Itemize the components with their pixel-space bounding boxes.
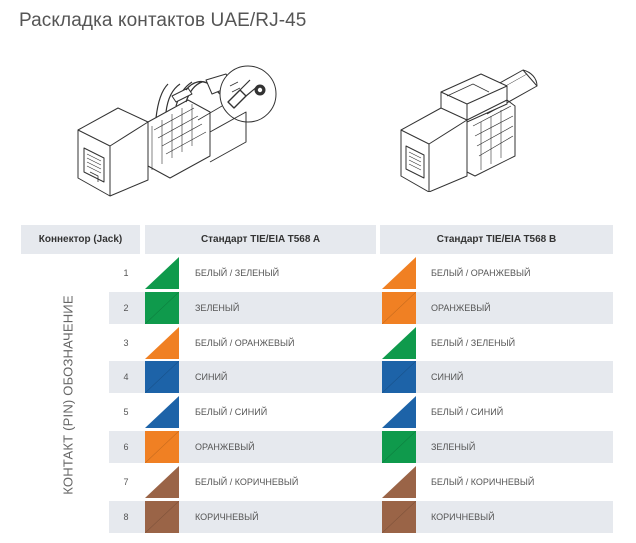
wire-color-swatch-a [145, 257, 179, 289]
row-background [109, 361, 613, 394]
wire-color-label-b: КОРИЧНЕВЫЙ [431, 511, 495, 522]
wire-color-label-a: БЕЛЫЙ / ЗЕЛЕНЫЙ [195, 268, 280, 278]
wire-color-swatch-a [145, 431, 179, 463]
table-row: 3 БЕЛЫЙ / ОРАНЖЕВЫЙ БЕЛЫЙ / ЗЕЛЕНЫЙ [109, 326, 613, 359]
wire-color-swatch-b [382, 291, 416, 324]
table-row: 8 КОРИЧНЕВЫЙ КОРИЧНЕВЫЙ [109, 500, 613, 533]
wire-color-swatch-a [145, 361, 179, 394]
row-background [109, 291, 613, 324]
wire-color-label-a: БЕЛЫЙ / КОРИЧНЕВЫЙ [195, 476, 299, 487]
pin-number: 1 [123, 268, 129, 278]
table-row: 2 ЗЕЛЕНЫЙ ОРАНЖЕВЫЙ [109, 291, 613, 324]
wire-color-swatch-b [382, 465, 416, 498]
wire-color-label-b: БЕЛЫЙ / ЗЕЛЕНЫЙ [431, 337, 516, 348]
assembled-jack-illustration [395, 64, 545, 193]
header-standard-b: Стандарт TIE/EIA T568 B [380, 225, 613, 254]
wire-color-swatch-b [382, 431, 416, 463]
wire-color-swatch-a [145, 326, 179, 359]
wire-color-label-b: БЕЛЫЙ / КОРИЧНЕВЫЙ [431, 476, 535, 487]
wire-color-label-b: СИНИЙ [431, 372, 464, 383]
table-row: 1 БЕЛЫЙ / ЗЕЛЕНЫЙ БЕЛЫЙ / ОРАНЖЕВЫЙ [109, 257, 613, 289]
wire-color-label-b: БЕЛЫЙ / ОРАНЖЕВЫЙ [431, 268, 531, 278]
pin-number: 2 [123, 302, 129, 313]
wire-color-label-b: ОРАНЖЕВЫЙ [431, 302, 491, 313]
pin-designation-label: КОНТАКТ (PIN) ОБОЗНАЧЕНИЕ [60, 295, 76, 495]
pin-number: 4 [123, 372, 129, 383]
table-row: 6 ОРАНЖЕВЫЙ ЗЕЛЕНЫЙ [109, 431, 613, 463]
jack-with-wires-illustration [70, 60, 290, 200]
wire-color-swatch-a [145, 396, 179, 429]
wire-color-label-b: БЕЛЫЙ / СИНИЙ [431, 407, 504, 418]
header-jack: Коннектор (Jack) [21, 225, 140, 254]
row-background [109, 431, 613, 463]
wire-color-label-b: ЗЕЛЕНЫЙ [431, 442, 476, 452]
wire-color-swatch-a [145, 291, 179, 324]
wire-color-swatch-b [382, 361, 416, 394]
wire-color-label-a: СИНИЙ [195, 372, 228, 383]
wire-color-label-a: ЗЕЛЕНЫЙ [195, 302, 240, 313]
header-standard-a: Стандарт TIE/EIA T568 A [145, 225, 376, 254]
row-background [109, 500, 613, 533]
wire-color-swatch-a [145, 500, 179, 533]
table-row: 7 БЕЛЫЙ / КОРИЧНЕВЫЙ БЕЛЫЙ / КОРИЧНЕВЫЙ [109, 465, 613, 498]
wire-color-label-a: БЕЛЫЙ / СИНИЙ [195, 407, 268, 418]
wire-color-label-a: ОРАНЖЕВЫЙ [195, 442, 255, 452]
wire-color-label-a: БЕЛЫЙ / ОРАНЖЕВЫЙ [195, 337, 295, 348]
wire-color-label-a: КОРИЧНЕВЫЙ [195, 511, 259, 522]
wire-color-swatch-b [382, 396, 416, 429]
table-row: 4 СИНИЙ СИНИЙ [109, 361, 613, 394]
pin-number: 8 [123, 511, 129, 522]
wire-color-swatch-b [382, 326, 416, 359]
wire-color-swatch-b [382, 257, 416, 289]
pin-number: 7 [123, 476, 129, 487]
pin-number: 3 [123, 337, 129, 348]
wire-color-swatch-a [145, 465, 179, 498]
page-title: Раскладка контактов UAE/RJ-45 [19, 10, 307, 31]
table-row: 5 БЕЛЫЙ / СИНИЙ БЕЛЫЙ / СИНИЙ [109, 396, 613, 429]
pin-number: 6 [123, 442, 129, 452]
wire-color-swatch-b [382, 500, 416, 533]
pin-number: 5 [123, 407, 129, 418]
